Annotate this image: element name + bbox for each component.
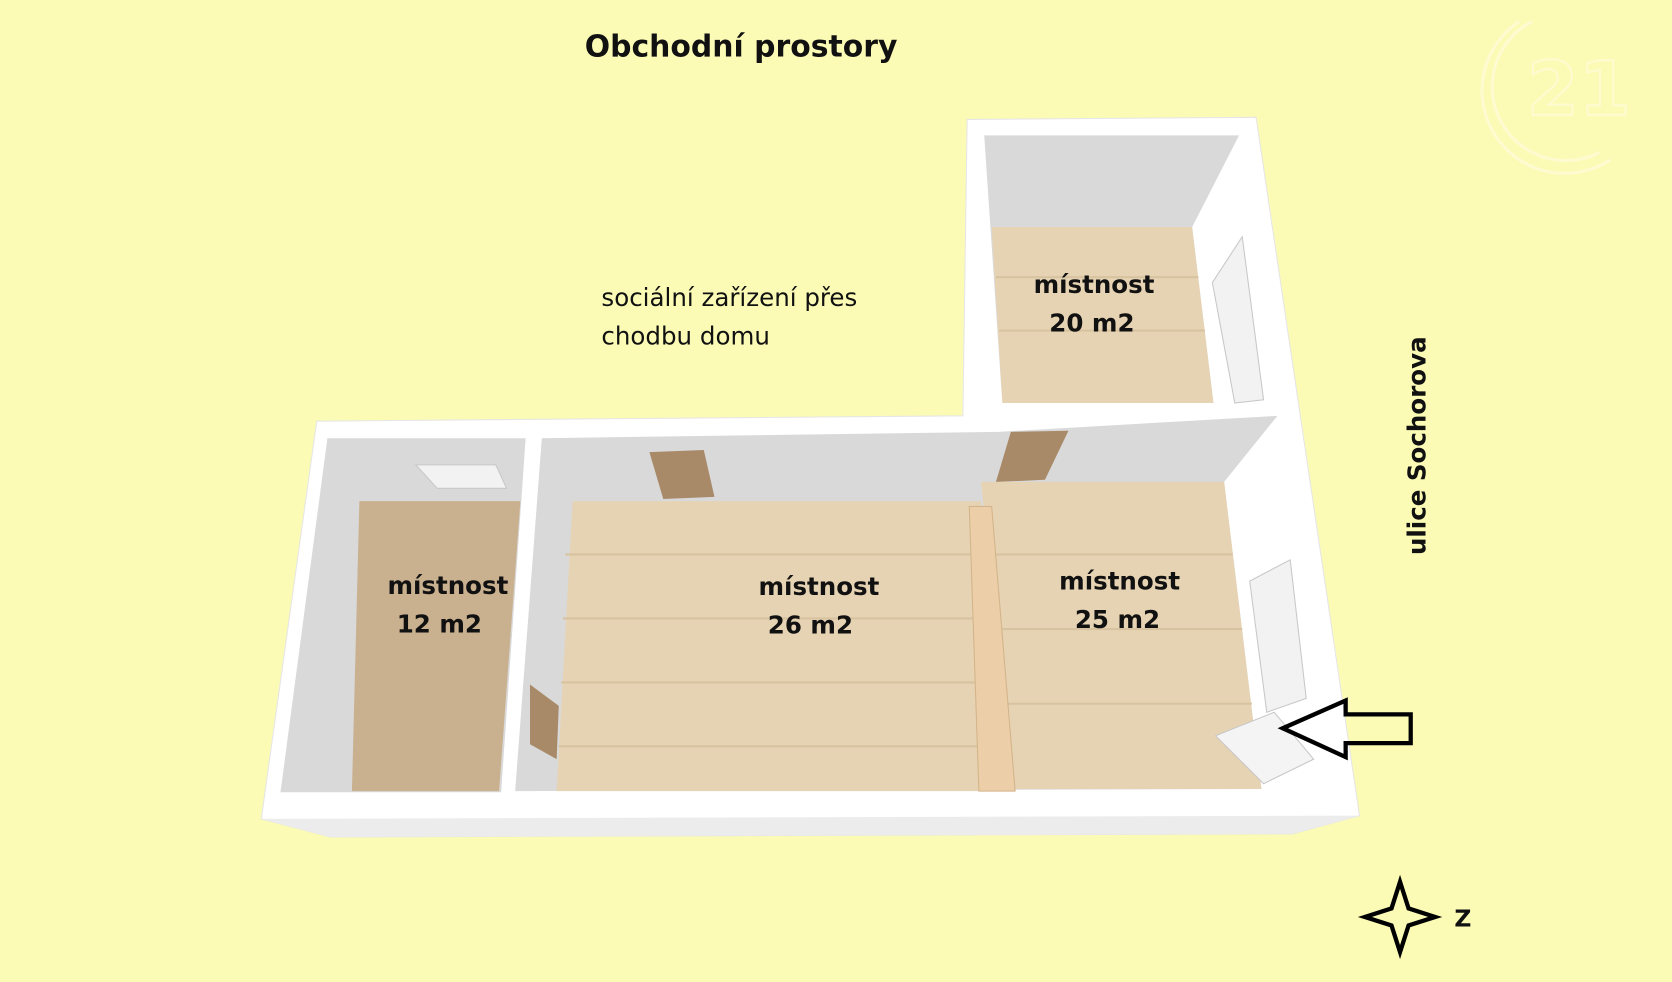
window <box>1249 558 1307 713</box>
plan-title: Obchodní prostory <box>585 30 898 65</box>
room-label-26: místnost 26 m2 <box>759 572 880 639</box>
window <box>1211 235 1265 404</box>
compass-label: Z <box>1454 905 1471 933</box>
wall-bottom-shade <box>261 815 1360 837</box>
floor-room-20 <box>991 227 1214 404</box>
svg-text:místnost: místnost <box>1034 270 1155 299</box>
note-line-2: chodbu domu <box>601 321 769 350</box>
svg-text:místnost: místnost <box>759 572 880 601</box>
door <box>995 430 1069 482</box>
svg-text:12 m2: 12 m2 <box>397 609 482 638</box>
floor-room-25 <box>981 481 1262 790</box>
century21-logo: 21 <box>1480 19 1632 175</box>
svg-text:místnost: místnost <box>387 571 508 600</box>
entrance-arrow-icon <box>1277 697 1413 761</box>
room-label-25: místnost 25 m2 <box>1059 567 1180 634</box>
window <box>414 464 508 489</box>
room-label-12: místnost 12 m2 <box>387 571 508 638</box>
door <box>649 449 715 499</box>
compass-star-icon <box>1357 874 1443 960</box>
svg-text:26 m2: 26 m2 <box>768 610 853 639</box>
svg-text:20 m2: 20 m2 <box>1049 309 1134 338</box>
floor-planks <box>558 276 1252 748</box>
floor-room-12 <box>351 501 521 792</box>
svg-text:21: 21 <box>1527 46 1631 133</box>
svg-text:místnost: místnost <box>1059 567 1180 596</box>
svg-text:25 m2: 25 m2 <box>1075 605 1160 634</box>
door <box>529 684 559 760</box>
floor-room-26 <box>556 501 982 792</box>
room-label-20: místnost 20 m2 <box>1034 270 1155 337</box>
wall-divider-left <box>501 438 542 793</box>
partition-wall <box>968 505 1016 792</box>
street-label: ulice Sochorova <box>1403 336 1432 555</box>
note-line-1: sociální zařízení přes <box>601 283 857 312</box>
